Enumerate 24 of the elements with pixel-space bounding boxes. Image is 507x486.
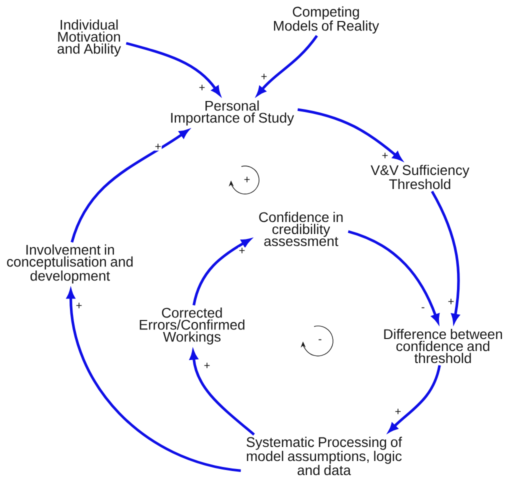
loop-sign: + bbox=[244, 176, 250, 182]
causal-arrow bbox=[126, 42, 220, 96]
variable-text: Difference between confidence and threshold bbox=[384, 328, 502, 364]
variable-text: Competing Models of Reality bbox=[274, 6, 380, 34]
polarity-sign: + bbox=[394, 408, 402, 416]
variable-text: Personal Importance of Study bbox=[171, 100, 294, 126]
polarity-sign: + bbox=[381, 152, 389, 160]
polarity-sign: + bbox=[260, 73, 268, 81]
polarity-sign: + bbox=[198, 84, 206, 92]
causal-arrow bbox=[192, 238, 251, 306]
polarity-sign: - bbox=[420, 306, 426, 312]
variable-text: Involvement in conceptulisation and development bbox=[7, 244, 133, 284]
variable-text: Individual Motivation and Ability bbox=[58, 19, 121, 56]
polarity-sign: + bbox=[238, 247, 246, 255]
causal-arrow bbox=[388, 365, 441, 432]
causal-arrow bbox=[348, 230, 440, 324]
loop-sign: - bbox=[318, 339, 322, 340]
causal-arrow bbox=[70, 129, 189, 243]
variable-text: V&V Sufficiency Threshold bbox=[370, 164, 470, 190]
polarity-sign: + bbox=[154, 143, 162, 151]
variable-text: Systematic Processing of model assumptions, logic and data bbox=[246, 436, 402, 476]
causal-arrow bbox=[297, 108, 402, 161]
causal-arrow bbox=[256, 34, 318, 96]
variable-text: Confidence in credibility assessment bbox=[259, 212, 343, 246]
